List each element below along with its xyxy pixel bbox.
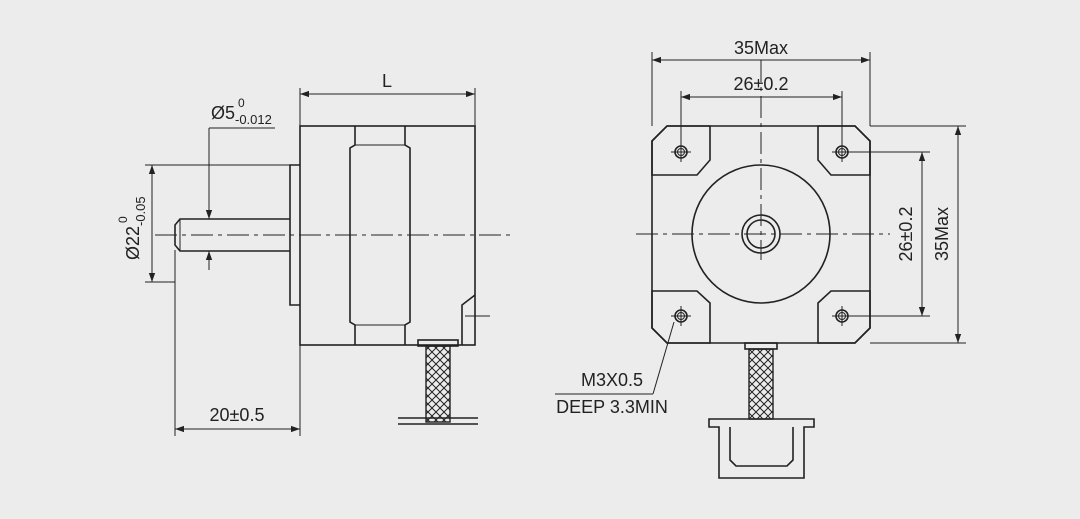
front-view: 35Max 26±0.2 26±0.2 35Max M3X0.5 DEEP 3.… <box>555 38 966 479</box>
connector-outline <box>708 418 815 479</box>
hole-spacing-v-label: 26±0.2 <box>896 207 916 262</box>
boss-tol-upper: 0 <box>116 216 130 223</box>
rear-connector-notch <box>461 294 476 345</box>
boss-tol-lower: -0.05 <box>133 196 148 226</box>
mounting-hole-tl <box>671 142 691 162</box>
boss-diameter-label-group: Ø22 0 -0.05 <box>116 196 148 260</box>
shaft-tol-upper: 0 <box>238 96 245 110</box>
front-cable-strain-relief <box>744 342 778 350</box>
cable-braid <box>425 345 451 423</box>
pocket-top-right <box>817 125 871 176</box>
shaft-length-label: 20±0.5 <box>210 405 265 425</box>
hole-note-line2: DEEP 3.3MIN <box>556 397 668 417</box>
hole-note-line1: M3X0.5 <box>581 370 643 390</box>
shaft-diameter-label: Ø5 <box>211 103 235 123</box>
mounting-hole-br <box>832 306 852 326</box>
length-label: L <box>382 71 392 91</box>
mounting-hole-bl <box>671 306 691 326</box>
front-cable-braid <box>748 348 774 420</box>
side-view: L Ø5 0 -0.012 Ø22 0 -0.05 20±0.5 <box>116 71 510 436</box>
boss-diameter-label: Ø22 <box>123 226 143 260</box>
overall-height-label: 35Max <box>932 207 952 261</box>
mounting-hole-tr <box>832 142 852 162</box>
connector-inner <box>729 427 794 467</box>
pocket-bottom-left <box>651 290 711 344</box>
hole-spacing-h-label: 26±0.2 <box>734 74 789 94</box>
shaft-dia-value: Ø5 <box>211 103 235 123</box>
shaft-tol-lower: -0.012 <box>235 112 272 127</box>
pocket-bottom-right <box>817 290 871 344</box>
pocket-top-left <box>651 125 711 176</box>
hole-note-leader <box>652 321 675 395</box>
overall-width-label: 35Max <box>734 38 788 58</box>
